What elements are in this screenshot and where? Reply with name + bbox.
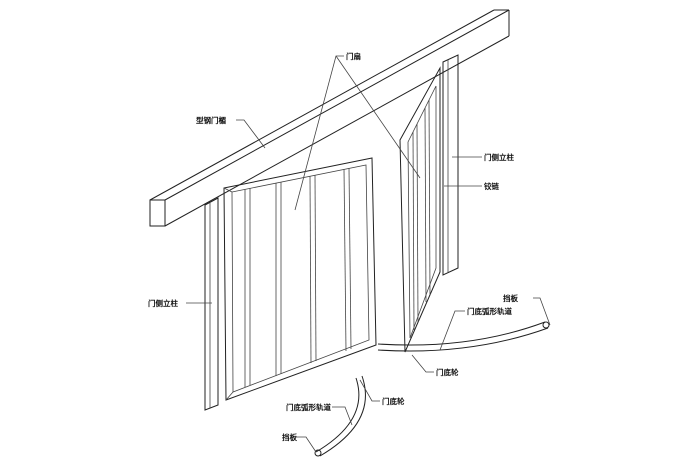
label-stop-plate-right: 挡板 (503, 293, 518, 303)
left-side-post (204, 197, 219, 411)
right-door-leaf (399, 66, 444, 353)
left-door-leaf (223, 157, 377, 401)
label-arc-track-left: 门底弧形轨道 (286, 402, 331, 412)
left-arc-track (314, 375, 366, 457)
label-side-post-left: 门侧立柱 (148, 298, 178, 308)
label-lintel: 型钢门楣 (196, 115, 226, 125)
label-stop-plate-left: 挡板 (282, 432, 297, 442)
label-bottom-wheel-left: 门底轮 (382, 396, 405, 406)
lintel-beam (149, 9, 510, 227)
label-door-leaf: 门扇 (346, 51, 361, 61)
label-side-post-right: 门侧立柱 (484, 152, 514, 162)
right-side-post (442, 54, 459, 276)
label-arc-track-right: 门底弧形轨道 (467, 306, 512, 316)
label-bottom-wheel-right: 门底轮 (436, 367, 459, 377)
label-hinge: 铰链 (484, 181, 499, 191)
right-arc-track (377, 321, 550, 352)
leader-lines (186, 55, 551, 453)
